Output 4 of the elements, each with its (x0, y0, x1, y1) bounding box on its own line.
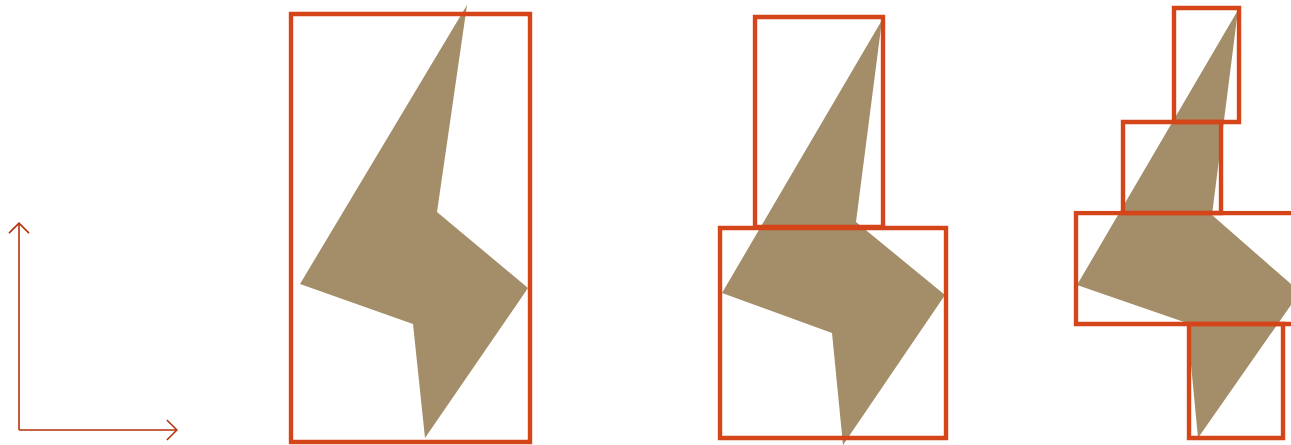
bounding-box (1073, 210, 1291, 327)
bounding-box (1186, 321, 1286, 441)
bounding-box (717, 225, 949, 441)
bounding-box (1171, 5, 1242, 125)
